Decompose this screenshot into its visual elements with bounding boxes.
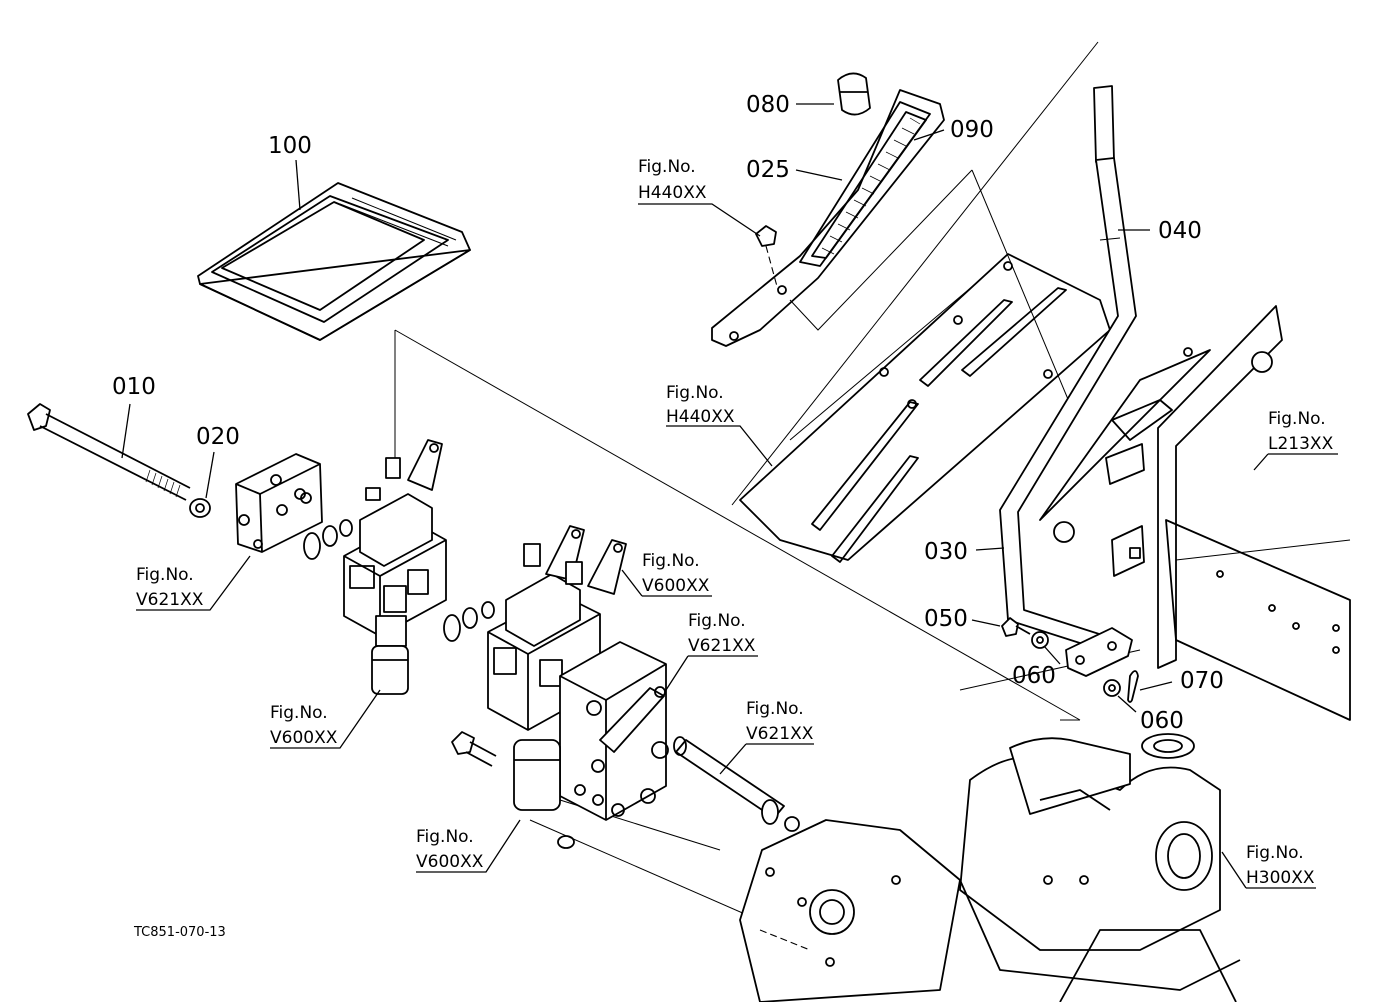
- floor-plate: [739, 169, 1111, 563]
- control-valve-section-1: [343, 439, 447, 695]
- part-number-labels: 100 010 020 080 090 025 040 030 050 060 …: [112, 92, 1224, 734]
- fig-ref-v621-mid-title: Fig.No.: [688, 611, 746, 631]
- fig-ref-l213-title: Fig.No.: [1268, 409, 1326, 429]
- label-part-060-a: 060: [1012, 663, 1056, 689]
- fitting-bolt: [451, 731, 497, 767]
- label-part-025: 025: [746, 157, 790, 183]
- label-part-010: 010: [112, 374, 156, 400]
- fig-ref-v600-left-code: V600XX: [270, 728, 338, 748]
- cotter-pin-070: [1127, 670, 1139, 703]
- fig-ref-v621-right-code: V621XX: [746, 724, 814, 744]
- fig-ref-h440-mid-title: Fig.No.: [666, 383, 724, 403]
- washer-060-a: [1031, 631, 1049, 649]
- leader-lines: [121, 103, 1338, 889]
- fig-ref-h300-title: Fig.No.: [1246, 843, 1304, 863]
- fig-ref-v600-top-title: Fig.No.: [642, 551, 700, 571]
- label-part-100: 100: [268, 133, 312, 159]
- guide-bolt: [755, 225, 779, 291]
- fig-ref-v600-bottom-title: Fig.No.: [416, 827, 474, 847]
- label-part-060-b: 060: [1140, 708, 1184, 734]
- lever-knob-part: [837, 72, 871, 116]
- label-part-080: 080: [746, 92, 790, 118]
- fig-ref-h440-top-title: Fig.No.: [638, 157, 696, 177]
- washer-060-b: [1103, 679, 1121, 697]
- fig-ref-h440-top-code: H440XX: [638, 183, 707, 203]
- fig-ref-v621-left-code: V621XX: [136, 590, 204, 610]
- frame-side-plate: [1157, 305, 1351, 721]
- seal-rings: [303, 519, 495, 642]
- drawing-code: TC851-070-13: [133, 925, 226, 940]
- fig-ref-v600-top-code: V600XX: [642, 576, 710, 596]
- pipe-part: [673, 736, 800, 832]
- lever-guide-plate: [711, 89, 945, 347]
- transmission-housing: [739, 733, 1241, 1002]
- bolt-part: [27, 403, 191, 501]
- label-part-090: 090: [950, 117, 994, 143]
- fig-ref-v621-mid-code: V621XX: [688, 636, 756, 656]
- fig-ref-l213-code: L213XX: [1268, 434, 1334, 454]
- figure-reference-labels: Fig.No. H440XX Fig.No. H440XX Fig.No. L2…: [136, 157, 1334, 888]
- washer-part: [189, 498, 211, 518]
- manual-book-part: [197, 182, 471, 341]
- label-part-020: 020: [196, 424, 240, 450]
- end-cover-plate: [235, 453, 323, 553]
- fig-ref-v600-bottom-code: V600XX: [416, 852, 484, 872]
- control-valve-section-2: [487, 525, 627, 731]
- label-part-070: 070: [1180, 668, 1224, 694]
- lever-bracket: [1065, 627, 1133, 677]
- fig-ref-v600-left-title: Fig.No.: [270, 703, 328, 723]
- fig-ref-v621-right-title: Fig.No.: [746, 699, 804, 719]
- label-part-030: 030: [924, 539, 968, 565]
- support-brackets: [1039, 347, 1211, 577]
- label-part-050: 050: [924, 606, 968, 632]
- valve-end-block: [513, 641, 669, 849]
- fig-ref-h440-mid-code: H440XX: [666, 407, 735, 427]
- fig-ref-v621-left-title: Fig.No.: [136, 565, 194, 585]
- pin-bolt-050: [1001, 617, 1031, 637]
- label-part-040: 040: [1158, 218, 1202, 244]
- fig-ref-h300-code: H300XX: [1246, 868, 1315, 888]
